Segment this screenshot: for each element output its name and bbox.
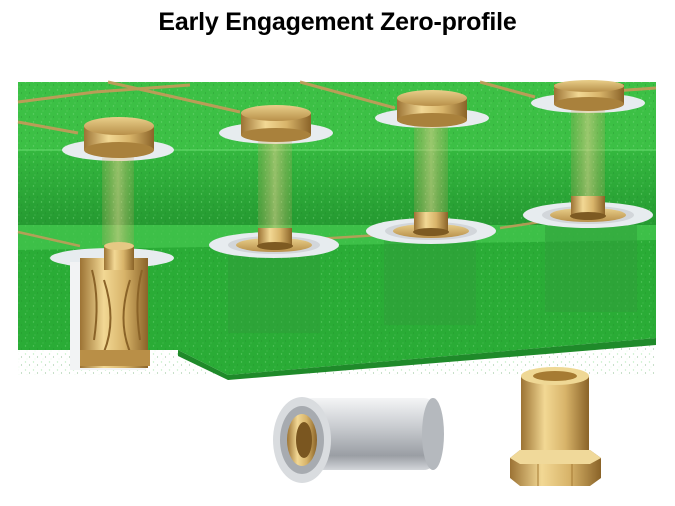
- silver-sleeve: [273, 397, 444, 483]
- slide-title: Early Engagement Zero-profile: [158, 8, 517, 36]
- cutaway-socket: [50, 242, 174, 370]
- embedded-sockets: [209, 196, 653, 333]
- gold-pins-top: [62, 80, 645, 245]
- gold-hex-socket: [510, 367, 601, 486]
